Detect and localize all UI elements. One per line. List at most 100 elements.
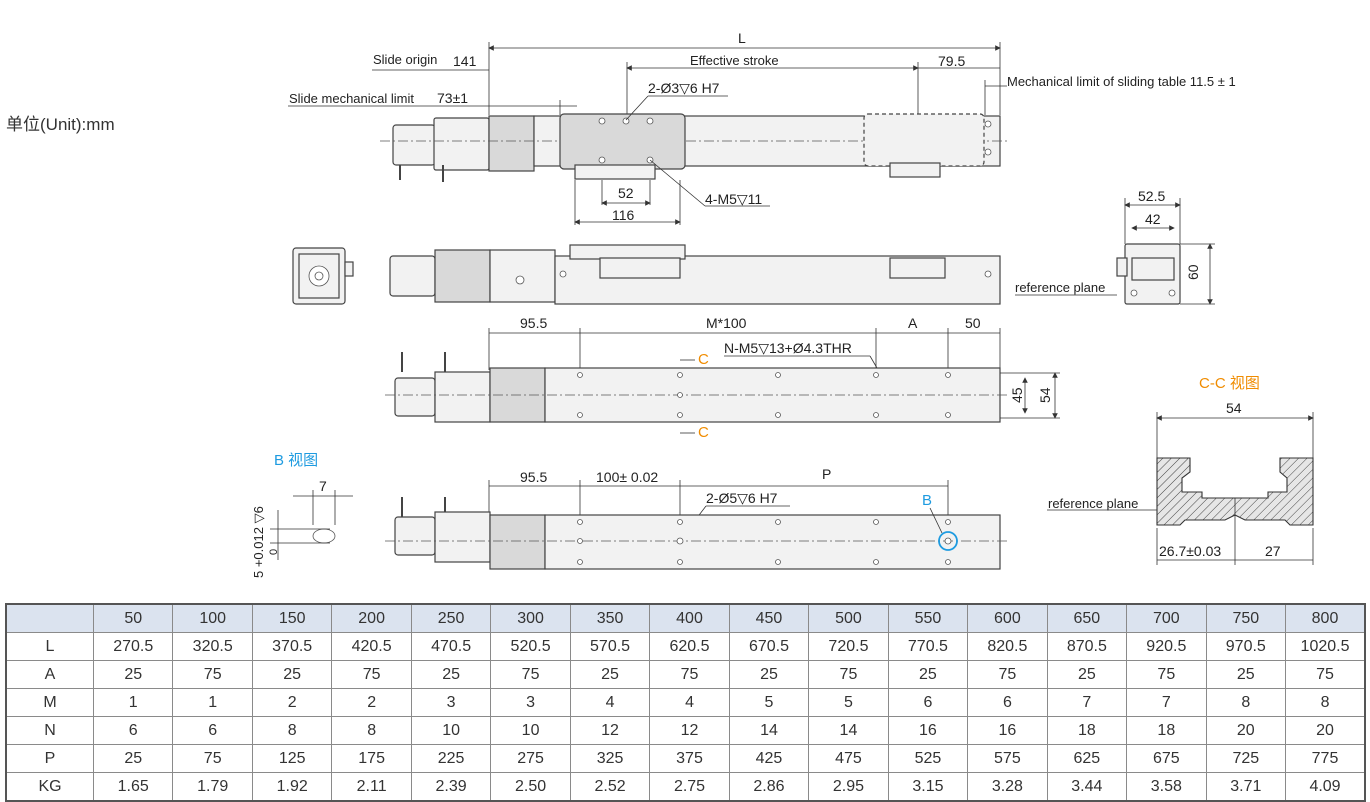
cc-dim-26-7: 26.7±0.03 — [1159, 543, 1221, 559]
dim-52-5: 52.5 — [1138, 188, 1165, 204]
table-cell: 670.5 — [728, 632, 810, 661]
table-cell: 75 — [967, 660, 1048, 689]
table-cell: 425 — [728, 744, 810, 773]
stroke-header-cell: 100 — [172, 603, 253, 633]
table-cell: 8 — [1285, 688, 1366, 717]
table-cell: 75 — [172, 660, 253, 689]
table-cell: 25 — [569, 660, 651, 689]
row-label-cell: P — [5, 744, 94, 773]
cc-view-title: C-C 视图 — [1199, 375, 1260, 392]
table-cell: 75 — [331, 660, 412, 689]
technical-drawing: L Effective stroke 79.5 Slide origin 141… — [251, 30, 1314, 578]
table-cell: 14 — [808, 716, 889, 745]
table-cell: 3.71 — [1205, 772, 1287, 802]
table-cell: 2.52 — [569, 772, 651, 802]
table-cell: 4 — [649, 688, 730, 717]
table-cell: 570.5 — [569, 632, 651, 661]
table-cell: 18 — [1126, 716, 1207, 745]
table-cell: 920.5 — [1126, 632, 1207, 661]
stroke-header-cell: 450 — [728, 603, 810, 633]
table-cell: 3.44 — [1046, 772, 1128, 802]
table-cell: 25 — [251, 660, 333, 689]
table-cell: 1 — [172, 688, 253, 717]
table-cell: 4 — [569, 688, 651, 717]
holes-3-label: 2-Ø3▽6 H7 — [648, 80, 720, 96]
table-cell: 575 — [967, 744, 1048, 773]
table-cell: 3 — [490, 688, 571, 717]
table-cell: 3.15 — [887, 772, 969, 802]
table-cell: 1.65 — [92, 772, 174, 802]
table-cell: 1.79 — [172, 772, 253, 802]
dim-45: 45 — [1009, 387, 1025, 403]
table-cell: 7 — [1046, 688, 1128, 717]
slide-origin-label: Slide origin — [373, 52, 437, 67]
stroke-header-cell: 700 — [1126, 603, 1207, 633]
table-cell: 2.39 — [410, 772, 492, 802]
table-cell: 25 — [887, 660, 969, 689]
dim-54: 54 — [1037, 387, 1053, 403]
table-cell: 3 — [410, 688, 492, 717]
b-mark: B — [922, 492, 932, 509]
table-cell: 370.5 — [251, 632, 333, 661]
table-cell: 2 — [251, 688, 333, 717]
table-cell: 75 — [1126, 660, 1207, 689]
table-cell: 10 — [410, 716, 492, 745]
table-cell: 8 — [251, 716, 333, 745]
table-cell: 75 — [172, 744, 253, 773]
table-cell: 470.5 — [410, 632, 492, 661]
table-cell: 5 — [808, 688, 889, 717]
table-cell: 12 — [649, 716, 730, 745]
table-cell: 25 — [728, 660, 810, 689]
table-cell: 25 — [1205, 660, 1287, 689]
table-cell: 12 — [569, 716, 651, 745]
table-cell: 1.92 — [251, 772, 333, 802]
table-cell: 775 — [1285, 744, 1366, 773]
table-cell: 675 — [1126, 744, 1207, 773]
table-cell: 725 — [1205, 744, 1287, 773]
b-view-holes — [577, 519, 951, 565]
table-cell: 2 — [331, 688, 412, 717]
table-cell: 720.5 — [808, 632, 889, 661]
b-view-tolerance: 5 +0.012 ▽6 — [251, 506, 266, 578]
table-cell: 75 — [649, 660, 730, 689]
table-cell: 25 — [410, 660, 492, 689]
row-label-cell: A — [5, 660, 94, 689]
stroke-header-cell: 550 — [887, 603, 969, 633]
table-cell: 2.95 — [808, 772, 889, 802]
reference-plane-label-cc: reference plane — [1048, 496, 1138, 511]
stroke-header-cell: 250 — [410, 603, 492, 633]
dim-116: 116 — [612, 207, 635, 223]
table-cell: 970.5 — [1205, 632, 1287, 661]
section-mark-c-bottom: C — [698, 424, 709, 441]
table-corner-cell — [5, 603, 94, 633]
cc-dim-54: 54 — [1226, 400, 1242, 416]
effective-stroke-label: Effective stroke — [690, 53, 779, 68]
dim-L: L — [738, 30, 746, 46]
dim-50: 50 — [965, 315, 981, 331]
dim-52: 52 — [618, 185, 634, 201]
stroke-header-cell: 650 — [1046, 603, 1128, 633]
table-cell: 375 — [649, 744, 730, 773]
stroke-header-cell: 300 — [490, 603, 571, 633]
dim-A: A — [908, 315, 918, 331]
table-cell: 75 — [490, 660, 571, 689]
stroke-header-cell: 600 — [967, 603, 1048, 633]
table-cell: 10 — [490, 716, 571, 745]
stroke-header-cell: 750 — [1205, 603, 1287, 633]
dim-m-100: M*100 — [706, 315, 747, 331]
table-cell: 25 — [92, 660, 174, 689]
table-cell: 7 — [1126, 688, 1207, 717]
dim-60: 60 — [1185, 264, 1201, 280]
table-cell: 275 — [490, 744, 571, 773]
table-cell: 8 — [1205, 688, 1287, 717]
table-cell: 3.28 — [967, 772, 1048, 802]
table-cell: 320.5 — [172, 632, 253, 661]
